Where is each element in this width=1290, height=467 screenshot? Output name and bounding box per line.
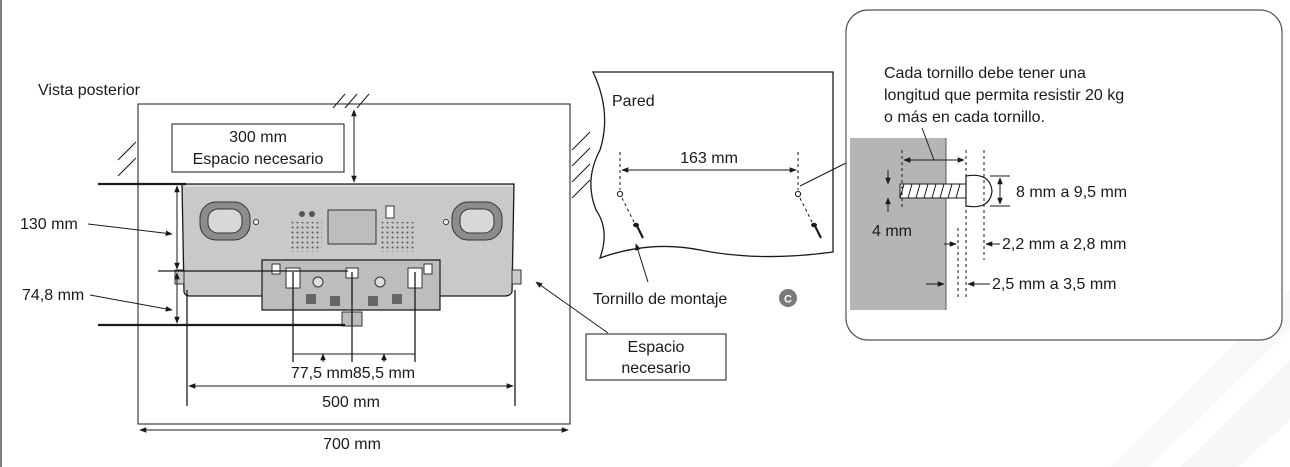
wall-view-section: Pared 163 mm Tornillo de montaje C <box>590 71 849 308</box>
wall-outline <box>590 71 834 260</box>
protrusion-label: 2,5 mm a 3,5 mm <box>992 276 1116 293</box>
screw-icon-left <box>633 222 644 239</box>
detail-callout-line <box>799 161 849 187</box>
rear-view-title: Vista posterior <box>38 82 141 99</box>
detail-panel-frame <box>845 9 1283 341</box>
screw-badge: C <box>779 289 797 307</box>
height-upper-label: 130 mm <box>20 216 78 233</box>
screw-detail-panel: Cada tornillo debe tener una longitud qu… <box>845 9 1283 341</box>
top-space-label: Espacio necesario <box>193 151 324 168</box>
wall-hatch-marks <box>117 93 591 199</box>
wall-title: Pared <box>612 93 655 110</box>
side-space-line1: Espacio <box>628 339 685 356</box>
screw-label-leader <box>635 243 649 283</box>
screw-icon-right <box>811 222 822 239</box>
screw-cross-section-icon <box>899 174 993 208</box>
detail-note-line2: longitud que permita resistir 20 kg <box>884 87 1124 104</box>
side-space-leader <box>535 281 609 334</box>
note-leader <box>921 127 935 161</box>
detail-note-line3: o más en cada tornillo. <box>884 109 1045 126</box>
svg-text:C: C <box>784 294 792 306</box>
height-lower-label: 74,8 mm <box>22 287 84 304</box>
wall-hole-left <box>616 190 624 198</box>
rear-view-section: Vista posterior 300 mm Espacio necesario <box>20 82 727 453</box>
side-space-line2: necesario <box>621 360 690 377</box>
wall-section <box>850 138 946 310</box>
left-grille <box>290 222 322 252</box>
wall-hole-right <box>794 190 802 198</box>
hole-right-spacing-label: 85,5 mm <box>353 365 415 382</box>
top-space-value: 300 mm <box>229 129 287 146</box>
detail-note-line1: Cada tornillo debe tener una <box>884 65 1086 82</box>
screw-label: Tornillo de montaje <box>593 291 727 308</box>
required-space-frame <box>137 103 571 425</box>
side-space-label-box <box>585 333 727 381</box>
height-upper-leader <box>87 223 173 237</box>
width-space-label: 700 mm <box>323 436 381 453</box>
screw-spacing-label: 163 mm <box>680 150 738 167</box>
head-diameter-label: 8 mm a 9,5 mm <box>1016 184 1127 201</box>
shaft-diameter-label: 4 mm <box>872 223 912 240</box>
height-lower-leader <box>89 294 173 312</box>
head-gap-label: 2,2 mm a 2,8 mm <box>1002 236 1126 253</box>
unit-rear-body <box>174 183 522 327</box>
hole-left-spacing-label: 77,5 mm <box>291 365 353 382</box>
right-grille <box>380 222 414 252</box>
top-space-label-box <box>171 123 345 173</box>
width-unit-label: 500 mm <box>322 394 380 411</box>
